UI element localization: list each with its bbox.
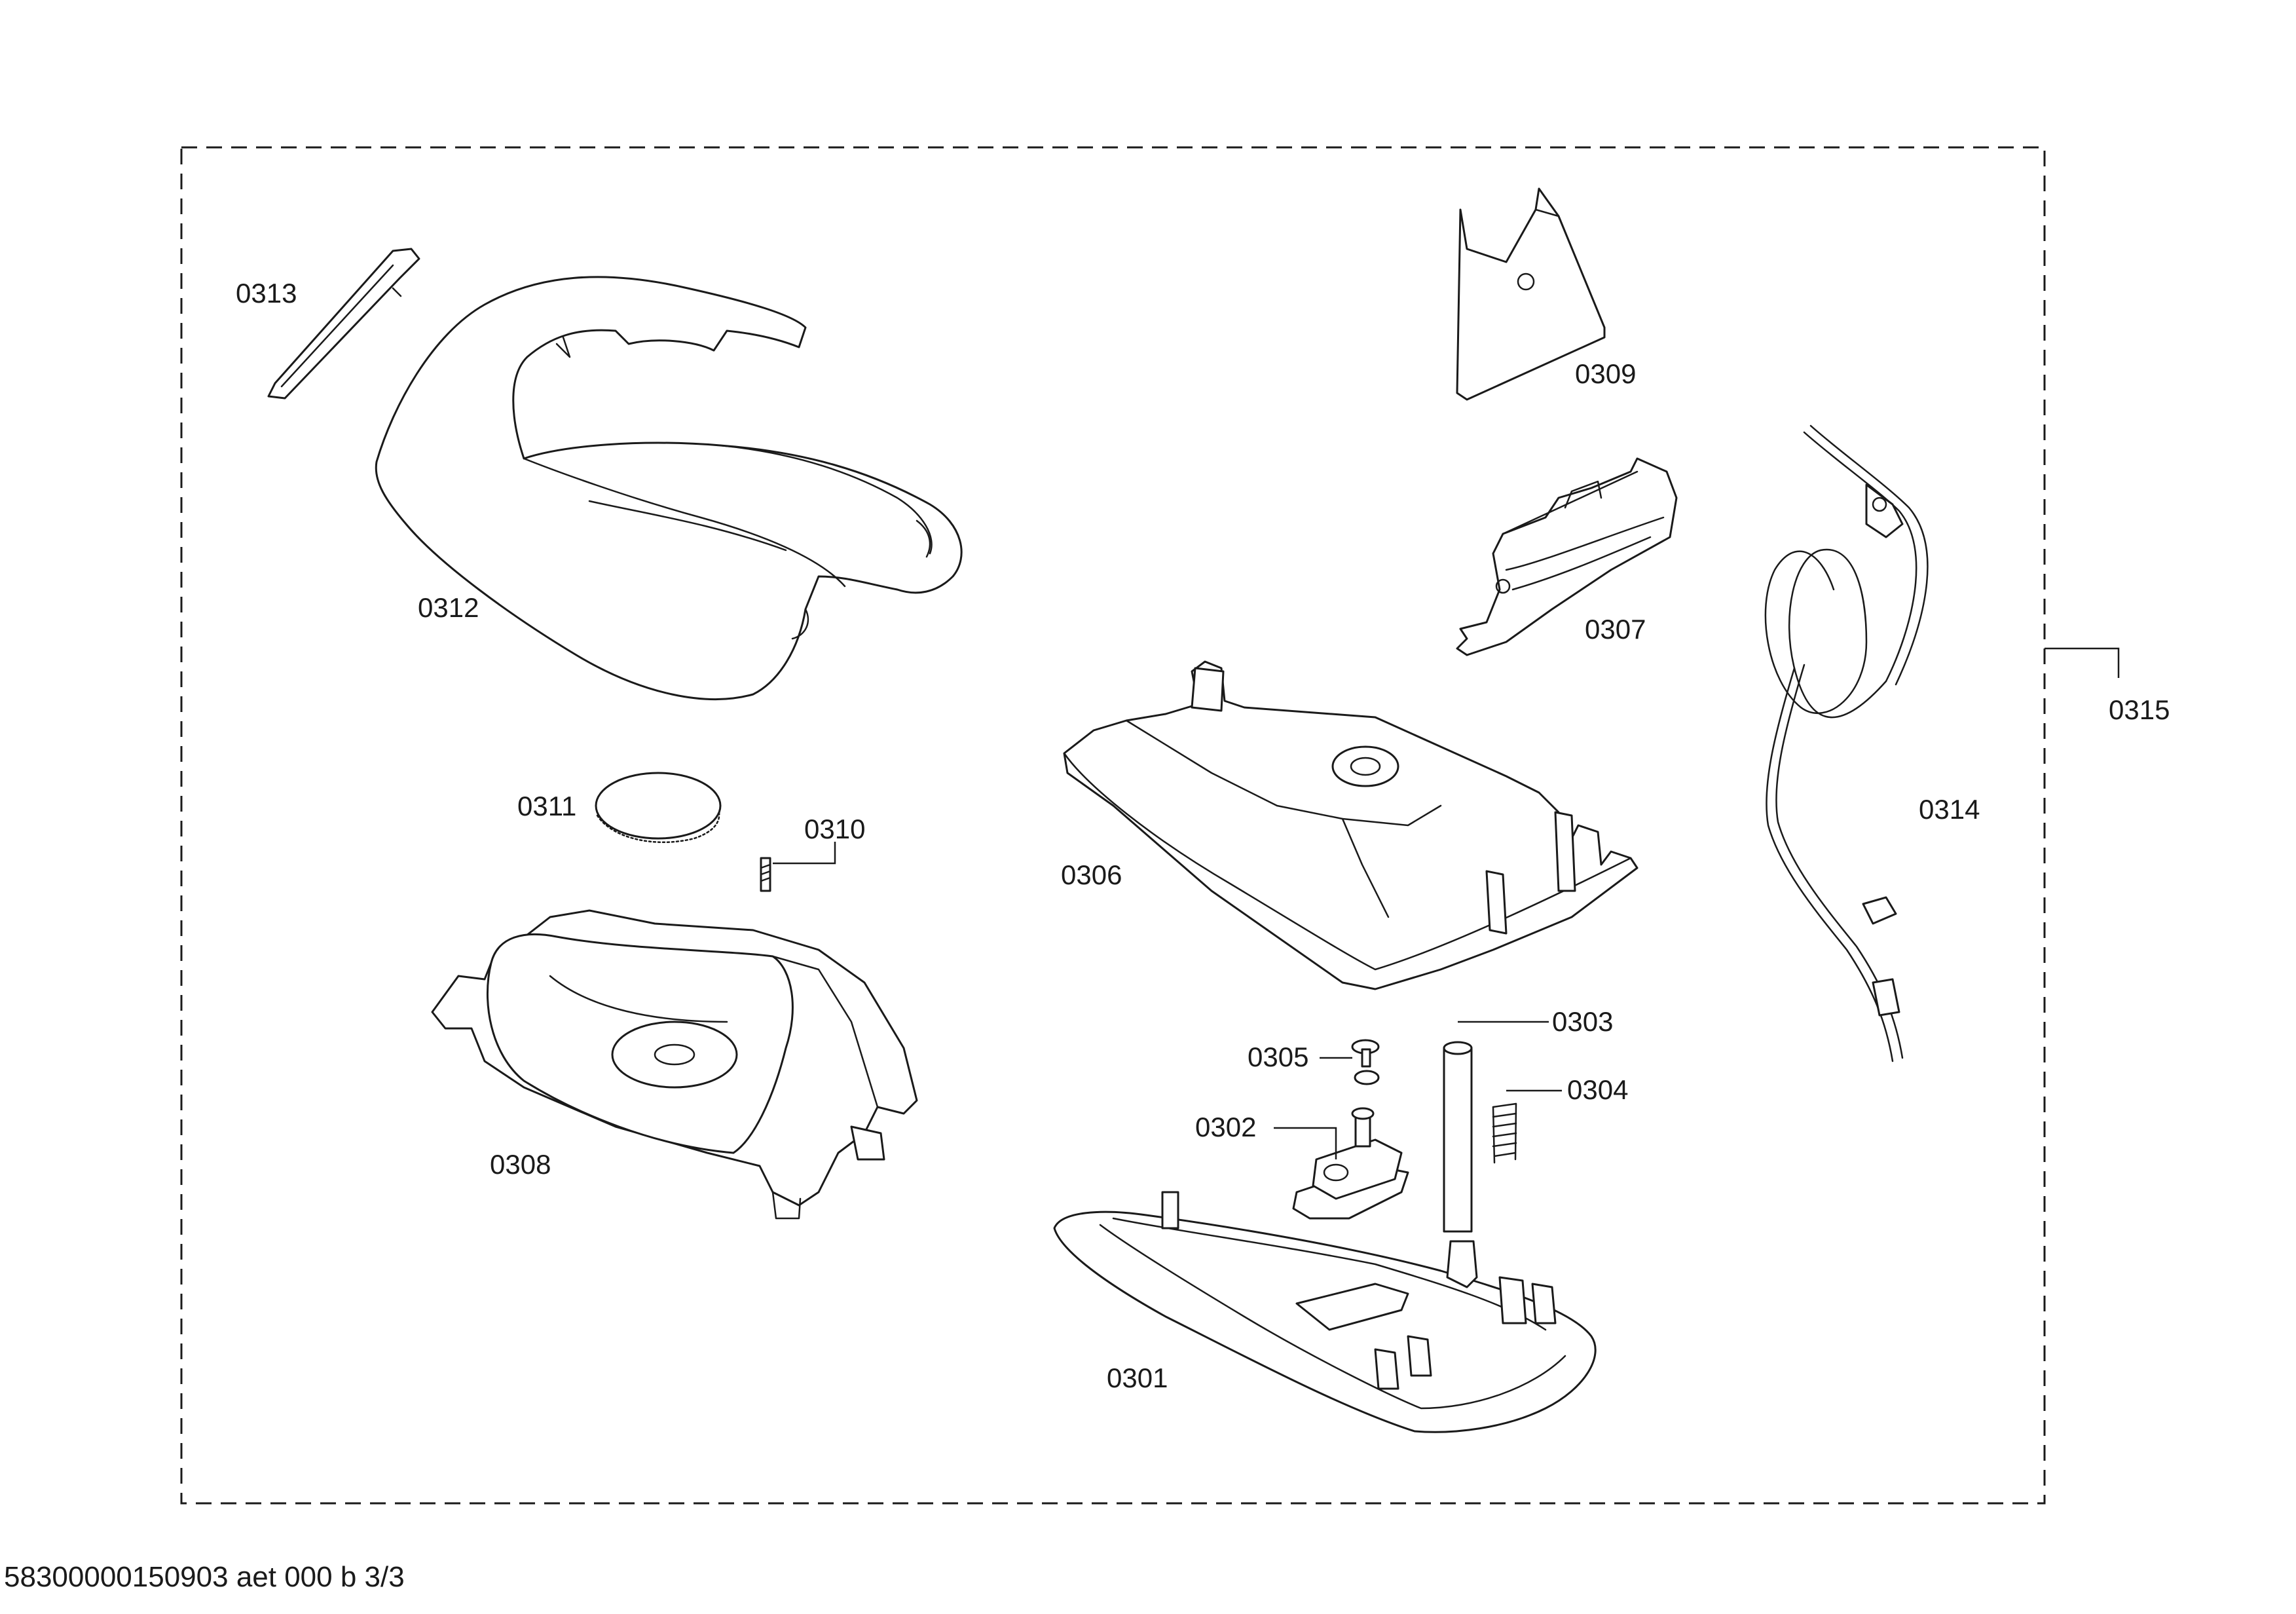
footer-document-code: 58300000150903 aet 000 b 3/3 — [4, 1561, 405, 1593]
part-0304-drawing — [1492, 1089, 1562, 1164]
label-0307: 0307 — [1585, 614, 1646, 645]
label-0304: 0304 — [1567, 1074, 1628, 1105]
part-0312-drawing — [375, 276, 963, 700]
part-0313-drawing — [267, 248, 420, 400]
part-0314-drawing — [1764, 424, 1929, 1062]
label-0313: 0313 — [236, 278, 297, 309]
leader-0315 — [2045, 647, 2120, 678]
part-0308-drawing — [431, 909, 918, 1220]
part-0305-drawing — [1320, 1039, 1380, 1085]
label-0303: 0303 — [1552, 1006, 1613, 1037]
label-0314: 0314 — [1919, 794, 1980, 825]
label-0312: 0312 — [418, 592, 479, 623]
label-0310: 0310 — [804, 814, 865, 844]
part-0303-drawing — [1443, 1021, 1549, 1233]
label-0302: 0302 — [1195, 1112, 1256, 1142]
label-0309: 0309 — [1575, 358, 1636, 389]
part-0301-drawing — [1053, 1191, 1597, 1433]
part-0310-drawing — [760, 842, 836, 892]
part-0307-drawing — [1456, 457, 1678, 656]
label-0315: 0315 — [2109, 694, 2170, 725]
part-0306-drawing — [1063, 660, 1639, 990]
part-0309-drawing — [1456, 187, 1606, 401]
label-0301: 0301 — [1107, 1362, 1168, 1393]
label-0308: 0308 — [490, 1149, 551, 1180]
label-0305: 0305 — [1248, 1042, 1308, 1072]
label-0311: 0311 — [517, 791, 576, 821]
assembly-frame — [180, 146, 2046, 1505]
label-0306: 0306 — [1061, 859, 1122, 890]
part-0302-drawing — [1274, 1107, 1409, 1220]
part-0311-drawing — [595, 772, 722, 843]
